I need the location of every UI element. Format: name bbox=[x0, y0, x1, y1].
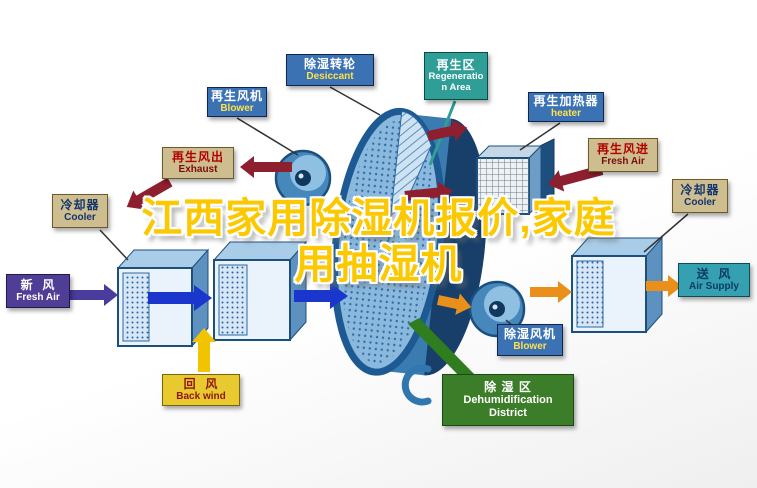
dehum-district-callout bbox=[408, 318, 480, 386]
label-regen-blower-en: Blower bbox=[220, 103, 254, 115]
coil-box-right-graphic bbox=[570, 236, 664, 334]
regen-top-arrow bbox=[426, 119, 468, 142]
label-air-supply-zh: 送 风 bbox=[696, 266, 732, 281]
fresh-air-arrow bbox=[70, 284, 118, 306]
label-dehum-district: 除 湿 区 Dehumidification District bbox=[442, 374, 574, 426]
desiccant-wheel-graphic bbox=[331, 107, 487, 376]
label-fresh-air: 新 风 Fresh Air bbox=[6, 274, 70, 308]
rotation-bracket-graphic bbox=[401, 364, 432, 406]
back-wind-arrow bbox=[192, 328, 216, 372]
label-dehum-district-en: Dehumidification District bbox=[463, 394, 553, 419]
process-air-arrow-1 bbox=[148, 285, 212, 311]
label-regen-fresh-air: 再生风进 Fresh Air bbox=[588, 138, 658, 172]
regen-out-arrow bbox=[126, 177, 173, 210]
dry-air-arrow-1 bbox=[436, 293, 472, 315]
label-regen-heater-zh: 再生加热器 bbox=[533, 93, 599, 108]
dry-air-arrow-2 bbox=[530, 281, 572, 303]
label-dehum-blower: 除湿风机 Blower bbox=[497, 324, 563, 356]
exhaust-arrow bbox=[240, 156, 292, 178]
dehum-fan-graphic bbox=[468, 280, 526, 338]
label-desiccant-wheel-zh: 除湿转轮 bbox=[303, 56, 356, 71]
label-cooler-right: 冷却器 Cooler bbox=[672, 179, 728, 213]
regen-mid-arrow bbox=[404, 181, 453, 204]
label-regen-area-zh: 再生区 bbox=[436, 57, 476, 72]
label-air-supply: 送 风 Air Supply bbox=[678, 263, 750, 297]
label-regen-area-en: Regeneration Area bbox=[428, 71, 484, 93]
air-supply-arrow bbox=[646, 275, 682, 297]
label-air-supply-en: Air Supply bbox=[688, 281, 739, 293]
label-regen-area: 再生区 Regeneration Area bbox=[424, 52, 488, 100]
label-fresh-air-zh: 新 风 bbox=[20, 277, 56, 292]
label-regen-exhaust: 再生风出 Exhaust bbox=[162, 147, 234, 179]
label-back-wind-en: Back wind bbox=[176, 391, 226, 403]
process-air-arrow-2 bbox=[294, 283, 348, 309]
label-cooler-right-zh: 冷却器 bbox=[680, 182, 720, 197]
label-regen-exhaust-en: Exhaust bbox=[178, 164, 218, 176]
label-desiccant-wheel: 除湿转轮 Desiccant bbox=[286, 54, 374, 86]
label-dehum-blower-zh: 除湿风机 bbox=[503, 326, 556, 341]
label-regen-blower-zh: 再生风机 bbox=[210, 88, 263, 103]
page-title-line2: 用抽湿机 bbox=[294, 240, 463, 287]
label-regen-fresh-air-en: Fresh Air bbox=[601, 156, 645, 168]
page-title-line1: 江西家用除湿机报价,家庭 bbox=[141, 195, 616, 241]
label-dehum-district-zh: 除 湿 区 bbox=[484, 379, 532, 394]
label-fresh-air-en: Fresh Air bbox=[16, 292, 60, 304]
label-regen-fresh-air-zh: 再生风进 bbox=[596, 141, 649, 156]
label-cooler-left-zh: 冷却器 bbox=[60, 197, 100, 212]
label-cooler-right-en: Cooler bbox=[684, 197, 716, 209]
label-back-wind-zh: 回 风 bbox=[183, 376, 219, 391]
page-title: 江西家用除湿机报价,家庭 用抽湿机 bbox=[0, 195, 757, 288]
label-dehum-blower-en: Blower bbox=[513, 341, 547, 353]
label-cooler-left: 冷却器 Cooler bbox=[52, 194, 108, 228]
label-cooler-left-en: Cooler bbox=[64, 212, 96, 224]
label-regen-blower: 再生风机 Blower bbox=[207, 87, 267, 117]
label-back-wind: 回 风 Back wind bbox=[162, 374, 240, 406]
label-regen-heater-en: heater bbox=[550, 108, 581, 120]
label-desiccant-wheel-en: Desiccant bbox=[306, 71, 354, 83]
label-regen-exhaust-zh: 再生风出 bbox=[171, 149, 224, 164]
airflow-arrows bbox=[70, 119, 682, 372]
regen-heater-graphic bbox=[475, 138, 555, 236]
label-regen-heater: 再生加热器 heater bbox=[528, 92, 604, 122]
